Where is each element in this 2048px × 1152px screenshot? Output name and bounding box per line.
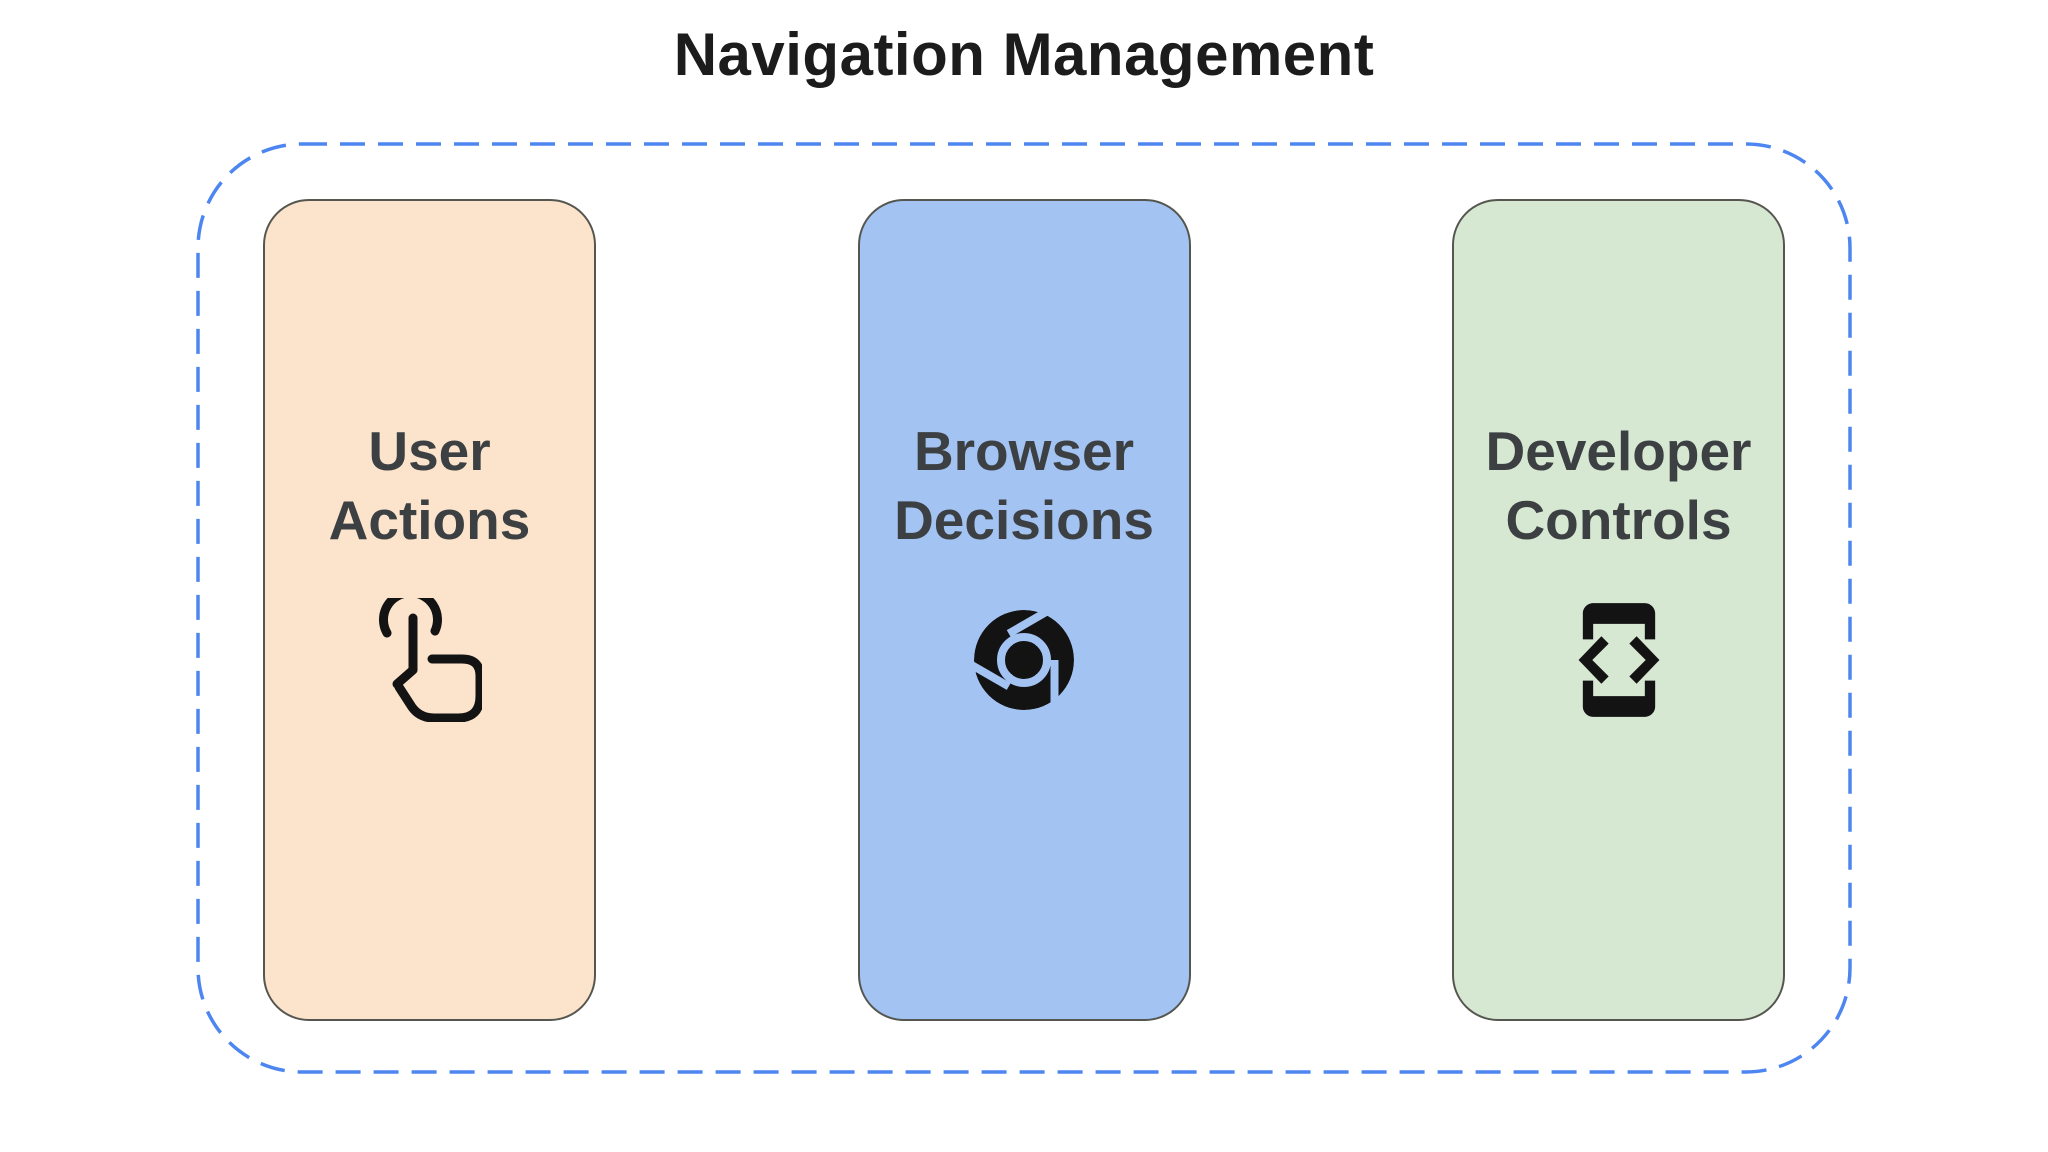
card-label-line: Actions [328, 489, 531, 551]
dashed-border [196, 142, 1852, 1074]
touch-gesture-icon [378, 597, 482, 723]
chrome-browser-icon [972, 597, 1076, 723]
card-browser-decisions-label: Browser Decisions [894, 417, 1154, 555]
card-user-actions-label: User Actions [329, 417, 531, 555]
card-label-line: Browser [913, 420, 1135, 482]
card-label-line: Developer [1485, 420, 1752, 482]
card-user-actions: User Actions [263, 199, 596, 1021]
card-label-line: Controls [1505, 489, 1732, 551]
card-developer-controls: Developer Controls [1452, 199, 1785, 1021]
developer-mode-icon [1557, 597, 1681, 723]
card-label-line: Decisions [894, 489, 1154, 551]
card-label-line: User [368, 420, 491, 482]
diagram-title: Navigation Management [673, 21, 1375, 88]
dashed-border-rect [196, 142, 1852, 1074]
card-browser-decisions: Browser Decisions [857, 199, 1191, 1021]
navigation-management-group: User Actions Browser [196, 142, 1852, 1074]
cards-row: User Actions Browser [196, 142, 1852, 1074]
card-developer-controls-label: Developer Controls [1486, 417, 1752, 555]
